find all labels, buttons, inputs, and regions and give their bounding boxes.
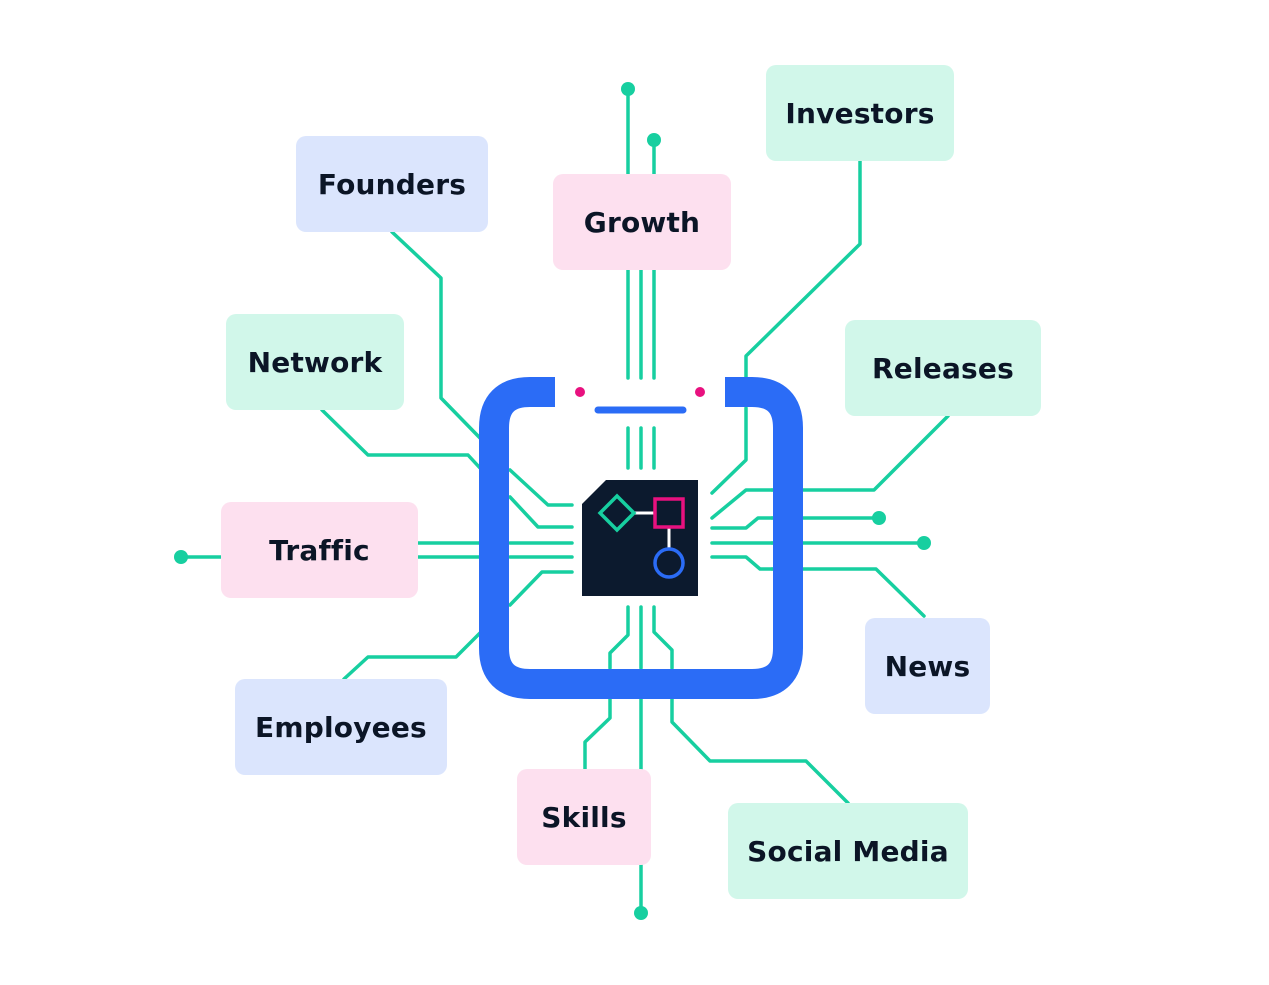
connector-dots — [174, 82, 931, 920]
trace-network — [320, 408, 482, 470]
circuit-node-dot-right-1 — [872, 511, 886, 525]
frame-led-right — [695, 387, 705, 397]
node-label-employees: Employees — [255, 710, 427, 744]
circuit-node-dot-top-right — [647, 133, 661, 147]
circle-shape-icon — [653, 547, 685, 579]
trace-employees — [342, 631, 482, 681]
circuit-node-dot-left — [174, 550, 188, 564]
trace-right-dot-1-inner — [710, 516, 774, 530]
processor-chip-icon — [582, 480, 698, 596]
rounded-square-frame-icon — [479, 377, 803, 699]
trace-releases — [770, 414, 950, 492]
node-label-growth: Growth — [583, 205, 701, 239]
trace-social — [670, 696, 850, 805]
trace-network-inner — [508, 495, 574, 529]
node-label-skills: Skills — [541, 800, 627, 834]
frame-led-left — [575, 387, 585, 397]
node-label-network: Network — [247, 345, 383, 379]
node-label-traffic: Traffic — [269, 533, 370, 567]
square-shape-icon — [653, 497, 685, 529]
trace-investors-inner — [710, 406, 748, 495]
node-growth: Growth — [553, 174, 731, 270]
node-founders: Founders — [296, 136, 488, 232]
node-network: Network — [226, 314, 404, 410]
circuit-node-dot-bottom — [634, 906, 648, 920]
node-investors: Investors — [766, 65, 954, 161]
trace-news-inner — [710, 555, 774, 571]
node-label-news: News — [884, 649, 971, 683]
frame-outline — [479, 377, 803, 699]
trace-employees-inner — [508, 570, 574, 607]
node-label-social-media: Social Media — [747, 834, 949, 868]
node-traffic: Traffic — [221, 502, 418, 598]
trace-social-inner — [652, 605, 674, 670]
circuit-traces — [179, 88, 950, 914]
chip-body — [582, 480, 698, 596]
diamond-shape-icon — [597, 493, 637, 533]
node-skills: Skills — [517, 769, 651, 865]
node-label-releases: Releases — [872, 351, 1014, 385]
trace-founders-inner — [508, 468, 574, 507]
trace-releases-inner — [710, 488, 774, 520]
circuit-node-dot-right-2 — [917, 536, 931, 550]
node-releases: Releases — [845, 320, 1041, 416]
trace-founders — [390, 230, 482, 440]
trace-investors — [744, 159, 862, 380]
trace-news — [770, 567, 926, 618]
node-label-investors: Investors — [785, 96, 935, 130]
node-news: News — [865, 618, 990, 714]
node-employees: Employees — [235, 679, 447, 775]
trace-skills — [583, 696, 612, 771]
circuit-node-dot-top-left — [621, 82, 635, 96]
node-social-media: Social Media — [728, 803, 968, 899]
node-label-founders: Founders — [317, 167, 467, 201]
trace-skills-inner — [608, 605, 630, 670]
